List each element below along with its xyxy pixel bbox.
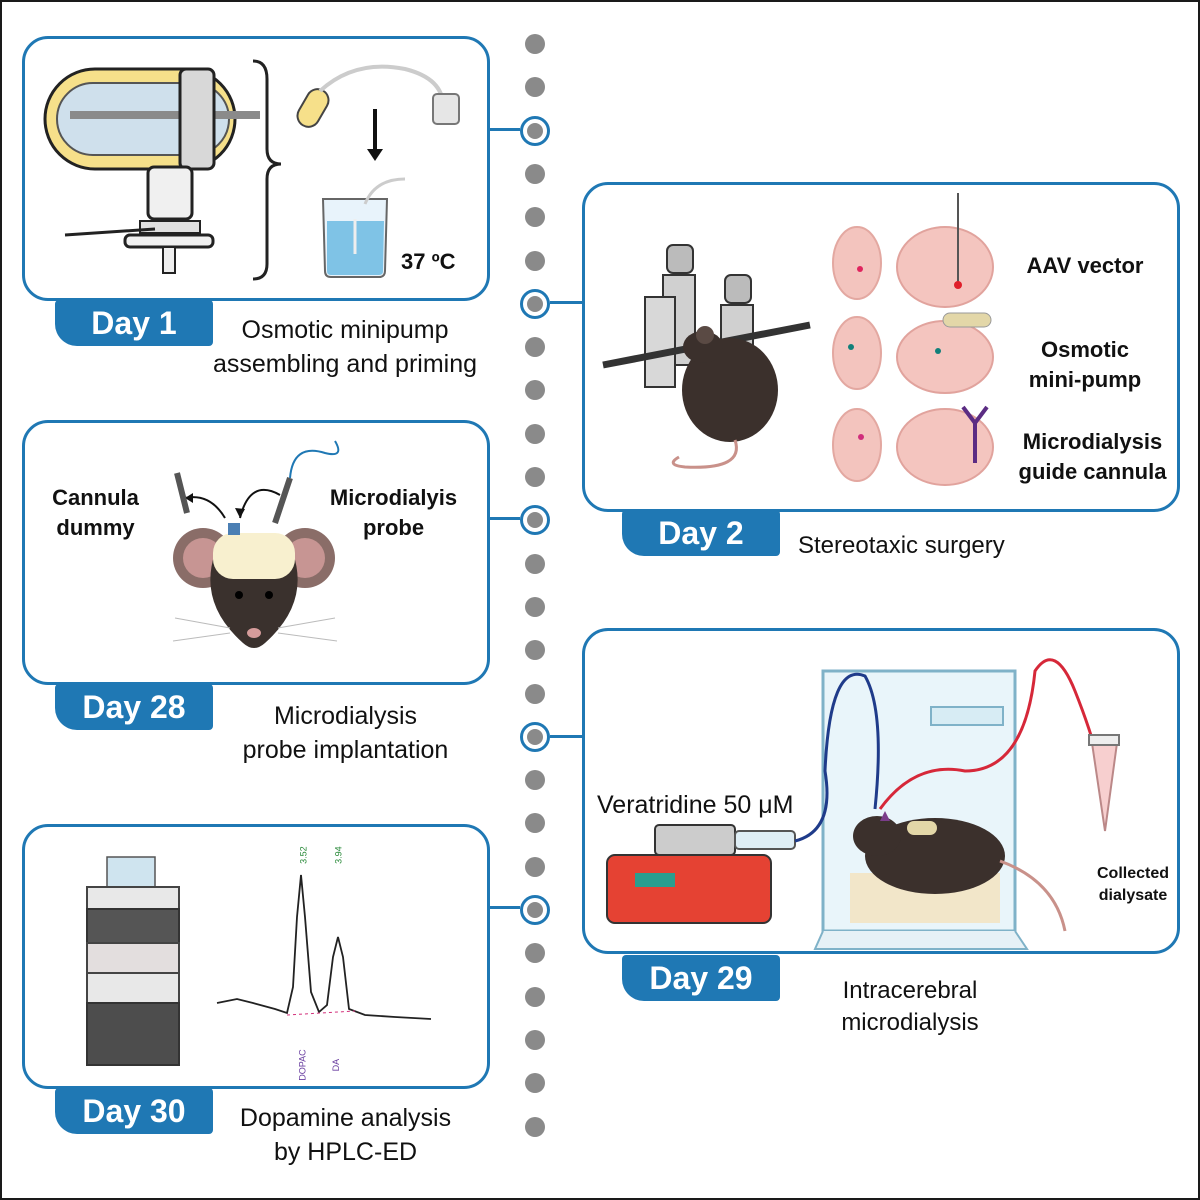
timeline-node	[520, 116, 550, 146]
day30-tag: Day 30	[55, 1088, 213, 1134]
panel-day29: Veratridine 50 μM Collected dialysate	[582, 628, 1180, 954]
timeline-dot	[525, 380, 545, 400]
connector-day29	[550, 735, 583, 738]
timeline-dot	[525, 207, 545, 227]
day1-description: Osmotic minipump assembling and priming	[212, 316, 478, 378]
timeline-dot	[525, 1073, 545, 1093]
day28-tag: Day 28	[55, 684, 213, 730]
day30-description: Dopamine analysis by HPLC-ED	[239, 1104, 452, 1166]
timeline-dot	[525, 251, 545, 271]
day2-tag: Day 2	[622, 510, 780, 556]
timeline-node	[520, 722, 550, 752]
timeline-dot	[525, 1030, 545, 1050]
panel-day2: AAV vector Osmotic mini-pump Microdialys…	[582, 182, 1180, 512]
timeline-dot	[525, 164, 545, 184]
label-microdialyis-probe: Microdialyis probe	[329, 485, 458, 540]
temperature-label: 37 ºC	[401, 249, 456, 274]
microdialysis-illustration	[606, 658, 1120, 950]
peak-label-352: 3.52	[298, 846, 309, 864]
timeline-dot	[525, 770, 545, 790]
day29-description: Intracerebral microdialysis	[841, 977, 979, 1037]
timeline-node	[520, 289, 550, 319]
label-osmotic-minipump: Osmotic mini-pump	[1028, 337, 1142, 392]
minipump-illustration	[43, 59, 460, 281]
day2-description: Stereotaxic surgery	[798, 532, 1005, 559]
timeline-dot	[525, 34, 545, 54]
connector-day2	[550, 301, 583, 304]
timeline-dot	[525, 554, 545, 574]
peak-label-dopac: DOPAC	[297, 1049, 308, 1081]
peak-label-da: DA	[331, 1058, 342, 1072]
day1-tag: Day 1	[55, 300, 213, 346]
timeline-dot	[525, 813, 545, 833]
connector-day1	[488, 128, 520, 131]
stereotaxic-illustration	[602, 193, 994, 486]
connector-day30	[488, 906, 520, 909]
timeline-dot	[525, 943, 545, 963]
panel-day30: 3.52 3.94 DOPAC DA	[22, 824, 490, 1089]
panel-day1: 37 ºC	[22, 36, 490, 301]
timeline-dot	[525, 1117, 545, 1137]
timeline-dot	[525, 597, 545, 617]
timeline-dot	[525, 77, 545, 97]
timeline-dot	[525, 684, 545, 704]
hplc-illustration	[86, 856, 432, 1066]
timeline-dot	[525, 424, 545, 444]
label-collected-dialysate: Collected dialysate	[1096, 865, 1169, 904]
peak-label-394: 3.94	[333, 846, 344, 864]
timeline-node	[520, 895, 550, 925]
label-microdialysis-guide-cannula: Microdialysis guide cannula	[1018, 429, 1167, 484]
label-veratridine: Veratridine 50 μM	[597, 791, 794, 819]
day29-tag: Day 29	[622, 955, 780, 1001]
label-aav-vector: AAV vector	[1026, 253, 1144, 278]
timeline-dot	[525, 337, 545, 357]
timeline-dot	[525, 640, 545, 660]
connector-day28	[488, 517, 520, 520]
mouse-head-illustration	[172, 440, 340, 648]
day28-description: Microdialysis probe implantation	[242, 702, 449, 764]
timeline-dot	[525, 467, 545, 487]
timeline-dot	[525, 987, 545, 1007]
label-cannula-dummy: Cannula dummy	[52, 485, 139, 540]
panel-day28: Cannula dummy Microdialyis probe	[22, 420, 490, 685]
timeline-node	[520, 505, 550, 535]
timeline-dot	[525, 857, 545, 877]
